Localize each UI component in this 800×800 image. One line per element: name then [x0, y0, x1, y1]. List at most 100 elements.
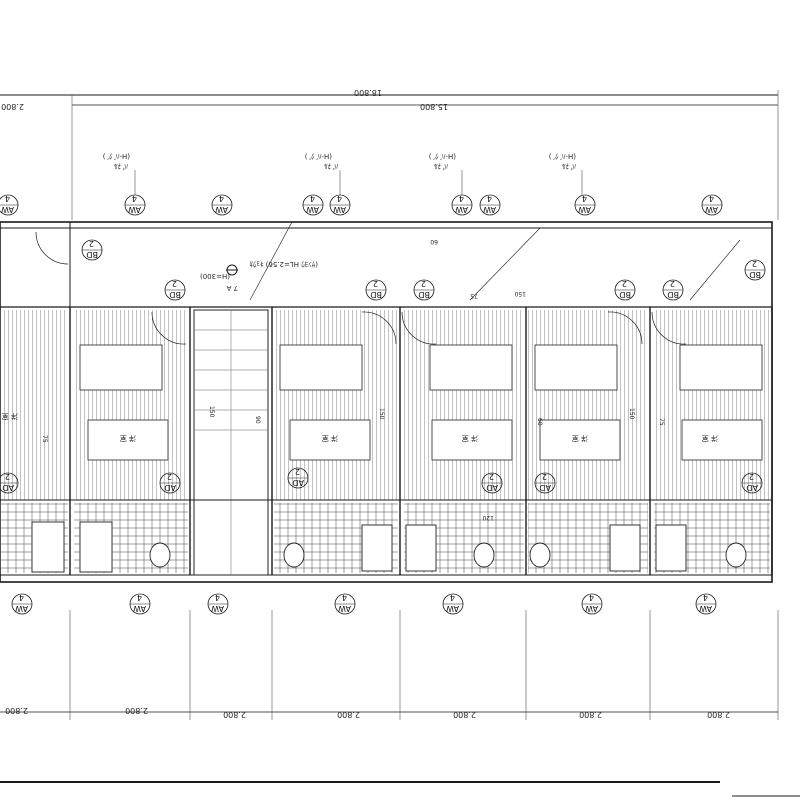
svg-text:4: 4: [709, 194, 714, 203]
ad-tags: AD2 AD2 AD2 AD2 AD2 AD2: [0, 467, 763, 494]
svg-text:4: 4: [582, 194, 587, 203]
svg-text:2: 2: [89, 239, 94, 248]
svg-text:4: 4: [459, 194, 464, 203]
svg-text:BD: BD: [619, 290, 631, 299]
note-top-2-sub: ﾊﾟﾈﾙ: [324, 162, 338, 170]
stair-label: 7 A: [226, 284, 238, 292]
svg-text:AD: AD: [164, 483, 176, 492]
svg-text:AW: AW: [483, 205, 496, 214]
bottom-dim: 2.800: [707, 710, 730, 719]
aw-tag: AW4: [0, 194, 19, 216]
svg-text:2: 2: [172, 279, 177, 288]
svg-text:BD: BD: [370, 290, 382, 299]
room-label: 洋 室: [572, 434, 588, 443]
aw-tag: AW 4: [334, 593, 356, 615]
aw-tag: AW 4: [11, 593, 33, 615]
svg-text:2: 2: [749, 472, 754, 481]
svg-text:AW: AW: [128, 205, 141, 214]
note-top-4-sub: ﾊﾟﾈﾙ: [562, 162, 576, 170]
svg-text:AW: AW: [705, 205, 718, 214]
room-label: 洋 室: [462, 434, 478, 443]
aw-tag: AW 4: [211, 194, 233, 216]
note-top-4: (H-ﾊﾞｸﾞ): [548, 152, 576, 160]
svg-text:4: 4: [132, 194, 137, 203]
note-top-1-sub: ﾊﾟﾈﾙ: [114, 162, 128, 170]
note-top-3-sub: ﾊﾟﾈﾙ: [434, 162, 448, 170]
aw-tag: AW4: [574, 194, 596, 216]
svg-text:150: 150: [208, 406, 215, 418]
svg-text:BD: BD: [667, 290, 679, 299]
svg-text:150: 150: [628, 408, 635, 420]
svg-text:2: 2: [542, 472, 547, 481]
svg-text:BD: BD: [749, 270, 761, 279]
aw-tag: AW4: [207, 593, 229, 615]
bottom-dim: 2.800: [5, 706, 28, 715]
dim-left: 2.800: [1, 102, 24, 111]
aw-tags-bottom: AW4 AW4 AW4 AW4 AW4 AW4 AW4: [11, 593, 717, 615]
ad-tag: AD 2: [534, 472, 556, 494]
svg-text:AW: AW: [699, 604, 712, 613]
svg-text:4: 4: [589, 593, 594, 602]
svg-text:2: 2: [670, 279, 675, 288]
svg-text:BD: BD: [86, 250, 98, 259]
svg-text:AD: AD: [746, 483, 758, 492]
dim-total: 18.800: [354, 88, 382, 97]
svg-text:90: 90: [254, 416, 261, 424]
aw-tag: AW4: [329, 194, 351, 216]
svg-text:AW: AW: [338, 604, 351, 613]
aw-tag: AW 4: [479, 194, 501, 216]
aw-tag: AW4: [695, 593, 717, 615]
aw-tag: AW 4: [701, 194, 723, 216]
ad-tag: AD2: [481, 472, 503, 494]
svg-text:AW: AW: [133, 604, 146, 613]
svg-text:AW: AW: [455, 205, 468, 214]
bd-tag: BD 2: [662, 279, 684, 301]
svg-text:2: 2: [5, 472, 10, 481]
svg-text:AW: AW: [215, 205, 228, 214]
svg-text:4: 4: [450, 593, 455, 602]
aw-tag: AW4: [129, 593, 151, 615]
aw-tag: AW4: [581, 593, 603, 615]
svg-text:AD: AD: [292, 478, 304, 487]
ad-tag: AD 2: [741, 472, 763, 494]
svg-text:4: 4: [487, 194, 492, 203]
bottom-dim: 2.800: [223, 710, 246, 719]
svg-text:AD: AD: [539, 483, 551, 492]
bd-tag: BD 2: [744, 259, 766, 281]
ad-tag: AD 2: [287, 467, 309, 489]
svg-text:2: 2: [622, 279, 627, 288]
svg-text:BD: BD: [169, 290, 181, 299]
room-label: 洋 室: [120, 434, 136, 443]
svg-text:60: 60: [536, 418, 543, 426]
svg-text:2: 2: [295, 467, 300, 476]
svg-text:4: 4: [337, 194, 342, 203]
top-notes: (H-ﾊﾞｸﾞ) ﾊﾟﾈﾙ (H-ﾊﾞｸﾞ) ﾊﾟﾈﾙ (H-ﾊﾞｸﾞ) ﾊﾟﾈ…: [102, 152, 583, 195]
svg-text:AW: AW: [211, 604, 224, 613]
svg-text:AW: AW: [15, 604, 28, 613]
room-label: 洋 室: [702, 434, 718, 443]
svg-text:4: 4: [19, 593, 24, 602]
svg-text:AW: AW: [1, 205, 14, 214]
bd-tag: BD 2: [614, 279, 636, 301]
corridor-note: (ｻﾝﾖｳ HL=2.56) ｷｮｳｶ: [249, 260, 318, 268]
bottom-dim: 2.800: [337, 710, 360, 719]
note-top-3: (H-ﾊﾞｸﾞ): [428, 152, 456, 160]
svg-text:2: 2: [167, 472, 172, 481]
svg-text:2: 2: [752, 259, 757, 268]
bd-tag: BD 2: [164, 279, 186, 301]
svg-text:2: 2: [373, 279, 378, 288]
svg-text:75: 75: [470, 292, 478, 299]
svg-text:4: 4: [219, 194, 224, 203]
aw-tag: AW4: [442, 593, 464, 615]
svg-text:4: 4: [310, 194, 315, 203]
svg-text:AD: AD: [2, 483, 14, 492]
bd-tag: BD 2: [365, 279, 387, 301]
bottom-dim: 2.800: [453, 710, 476, 719]
dim-inner: 15.800: [420, 102, 448, 111]
svg-text:4: 4: [342, 593, 347, 602]
room-label: 洋 室: [322, 434, 338, 443]
svg-text:75: 75: [41, 435, 48, 443]
room-label: 洋 室: [2, 412, 18, 421]
aw-tag: AW 4: [124, 194, 146, 216]
